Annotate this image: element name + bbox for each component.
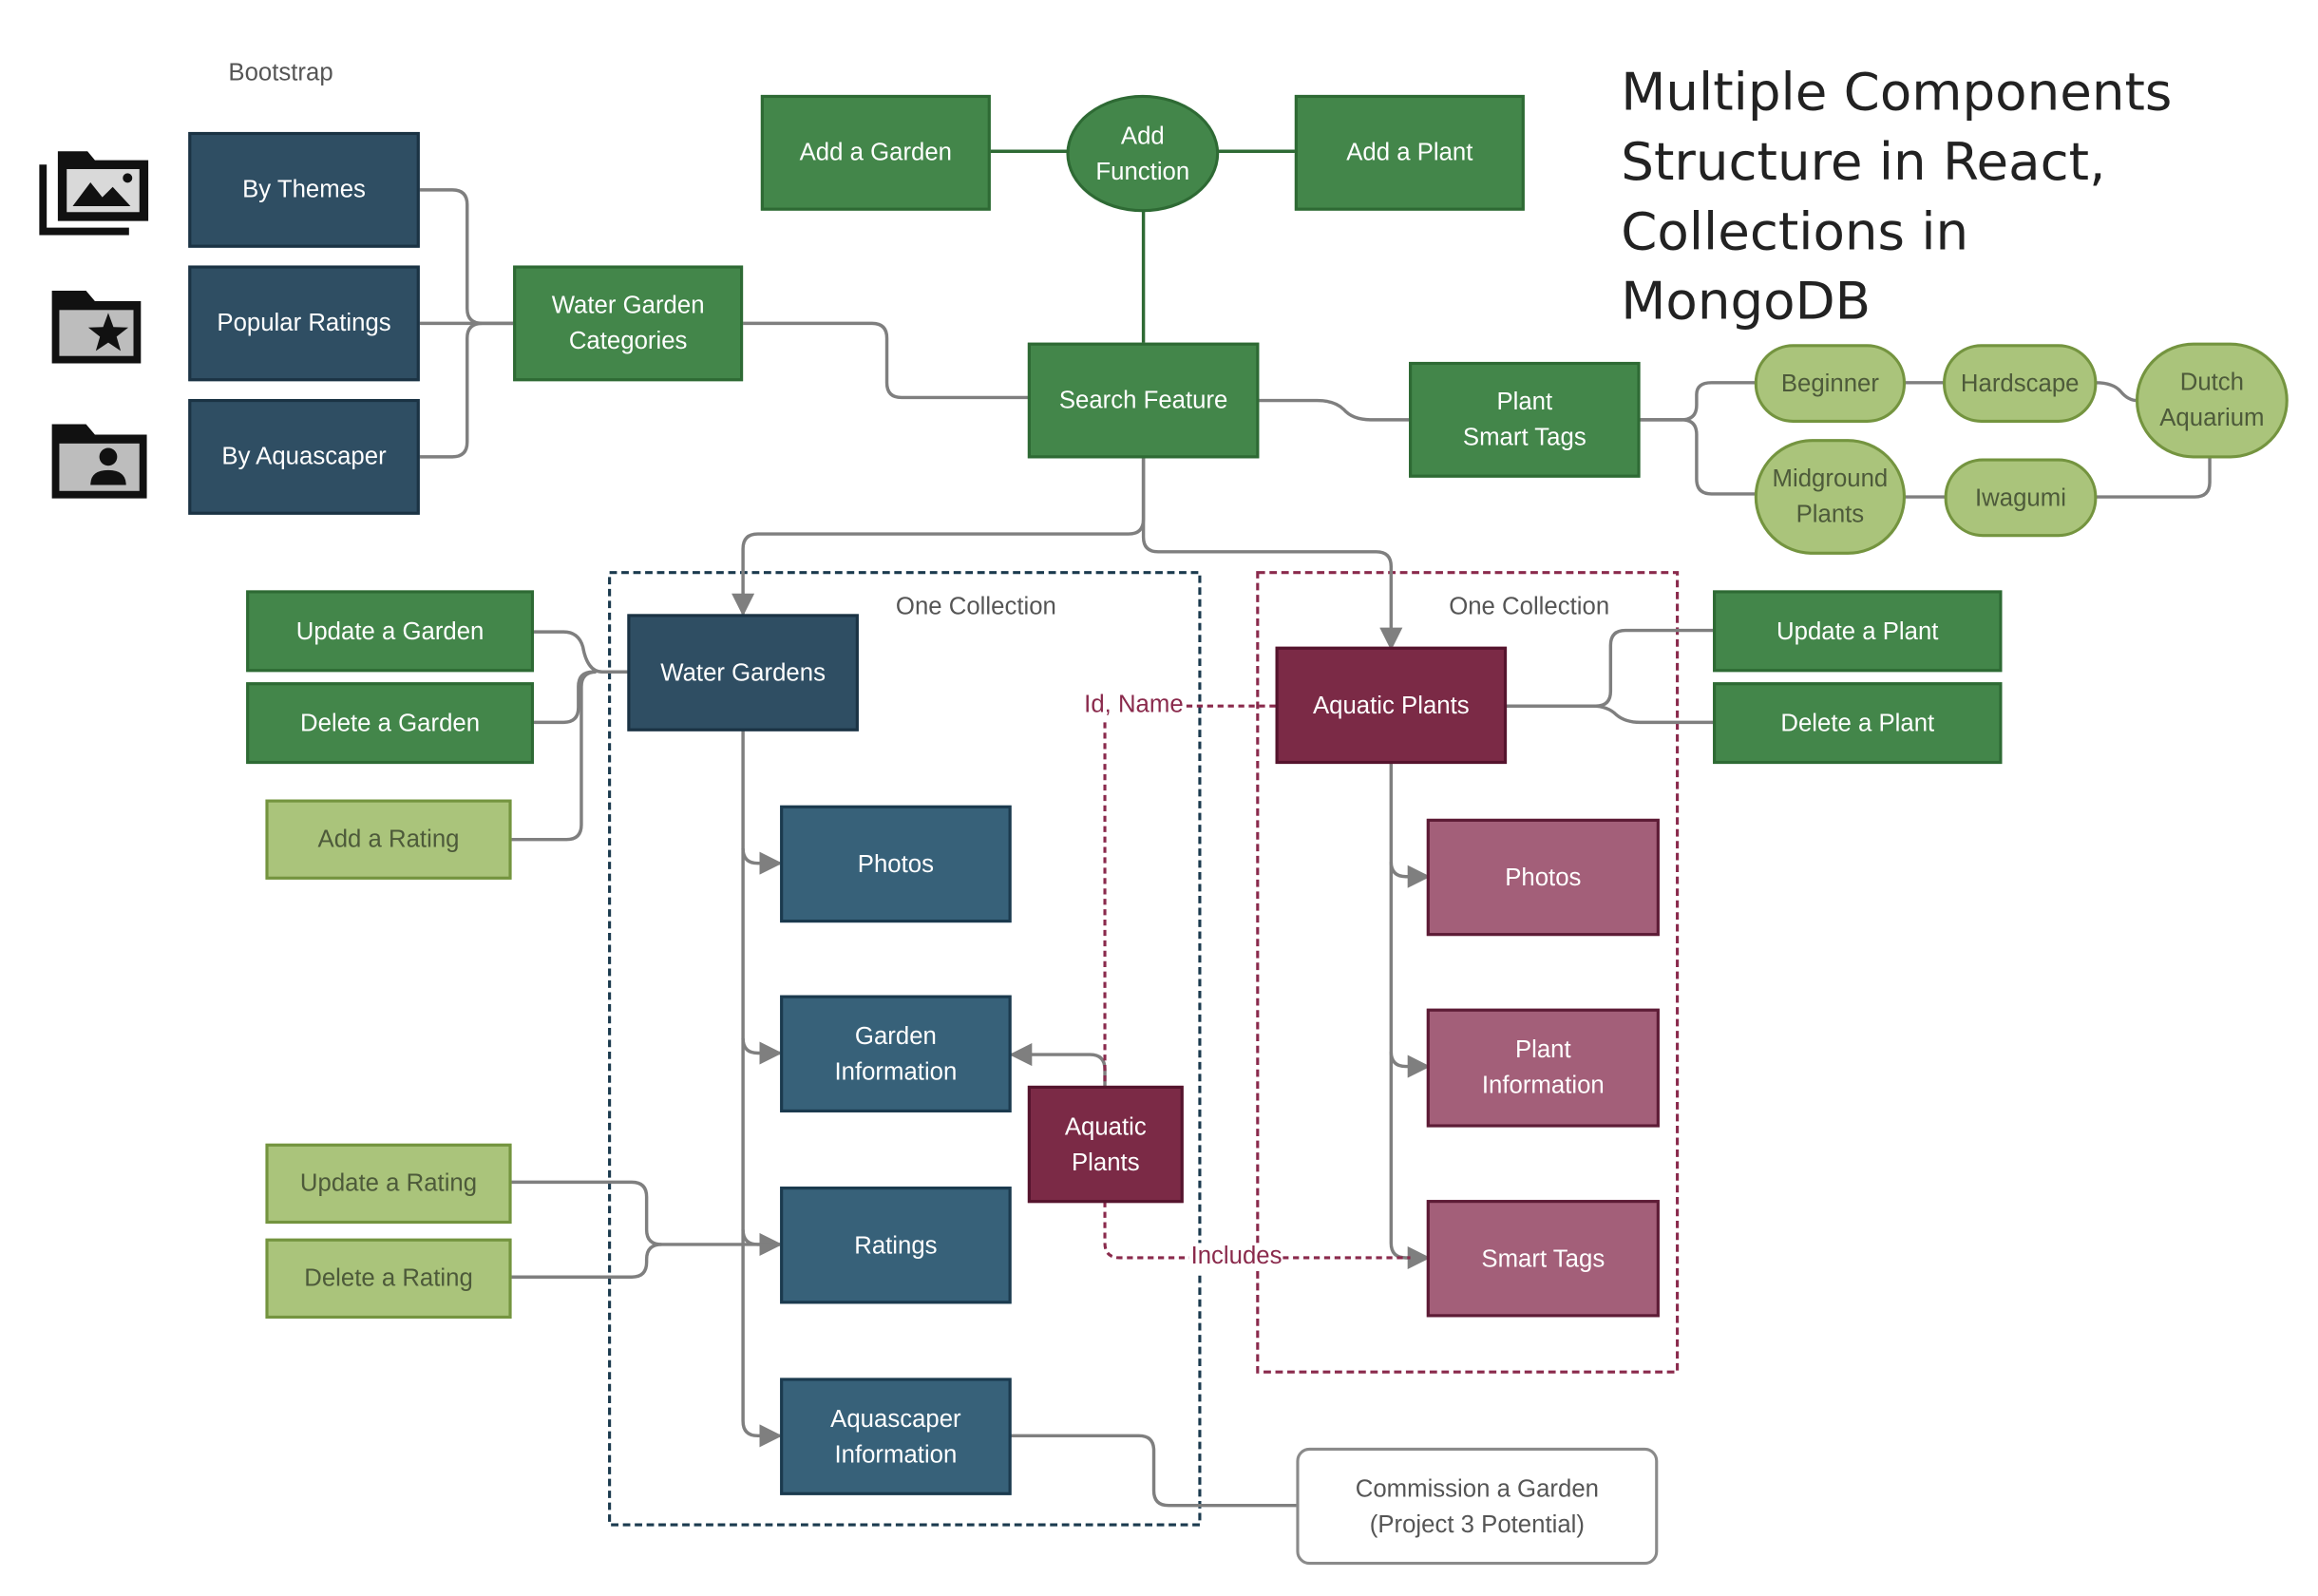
connector-by-themes	[419, 188, 514, 326]
tag-iwagumi[interactable]: Iwagumi	[1944, 458, 2098, 538]
node-garden-photos[interactable]: Photos	[780, 805, 1012, 923]
connector-aquascaper-commission	[1010, 1434, 1298, 1508]
connector-update-garden	[533, 630, 629, 674]
includes-arrowhead	[1410, 1248, 1429, 1267]
node-delete-a-plant[interactable]: Delete a Plant	[1713, 682, 2003, 765]
node-delete-a-rating[interactable]: Delete a Rating	[265, 1238, 512, 1319]
connector-to-ratings	[741, 1229, 783, 1256]
connector-to-plant-information	[1389, 1051, 1431, 1078]
node-delete-a-garden[interactable]: Delete a Garden	[246, 682, 534, 765]
connector-delete-plant	[1505, 704, 1715, 725]
node-by-aquascaper[interactable]: By Aquascaper	[188, 398, 420, 515]
connector-to-garden-information	[741, 1037, 783, 1065]
node-update-a-plant[interactable]: Update a Plant	[1713, 590, 2003, 673]
connector-search-water-gardens	[732, 456, 1146, 617]
connector-includes	[1103, 1201, 1429, 1260]
node-add-a-rating[interactable]: Add a Rating	[265, 799, 512, 880]
connector-add-rating	[510, 670, 597, 842]
connector-to-plant-photos	[1389, 862, 1431, 888]
tag-dutch-aquarium[interactable]: Dutch Aquarium	[2135, 342, 2289, 459]
connector-search-smart-tags	[1257, 398, 1411, 422]
connector-categories-search	[743, 321, 1030, 400]
connector-search-aquatic-plants	[1141, 456, 1403, 651]
star-folder-icon	[51, 291, 142, 364]
tag-beginner[interactable]: Beginner	[1754, 344, 1907, 423]
edge-label-id-name: Id, Name	[1082, 691, 1186, 720]
node-by-themes[interactable]: By Themes	[188, 131, 420, 248]
connector-water-gardens-trunk	[741, 730, 783, 1448]
connector-to-garden-photos	[741, 847, 783, 875]
connector-update-plant	[1505, 628, 1715, 708]
node-aquatic-plants[interactable]: Aquatic Plants	[1275, 646, 1508, 765]
node-update-a-garden[interactable]: Update a Garden	[246, 590, 534, 673]
connector-ref-to-garden-information	[1009, 1043, 1107, 1088]
connector-update-rating	[510, 1180, 781, 1246]
node-ratings[interactable]: Ratings	[780, 1187, 1012, 1304]
one-collection-label-water-gardens: One Collection	[895, 593, 1056, 620]
node-smart-tags[interactable]: Smart Tags	[1426, 1200, 1660, 1318]
connector-aquatic-plants-trunk	[1389, 762, 1431, 1270]
node-water-garden-categories[interactable]: Water Garden Categories	[513, 265, 744, 382]
node-add-a-plant[interactable]: Add a Plant	[1294, 94, 1525, 211]
node-aquatic-plants-reference[interactable]: Aquatic Plants	[1027, 1085, 1184, 1204]
node-garden-information[interactable]: Garden Information	[780, 995, 1012, 1112]
node-water-gardens[interactable]: Water Gardens	[627, 614, 859, 732]
connector-delete-rating	[510, 1243, 662, 1279]
node-plant-photos[interactable]: Photos	[1426, 818, 1660, 937]
connector-by-aquascaper	[419, 321, 483, 459]
connector-hardscape-dutch	[2095, 381, 2138, 403]
connector-tags-beginner	[1640, 381, 1757, 422]
node-commission-a-garden[interactable]: Commission a Garden (Project 3 Potential…	[1296, 1447, 1659, 1566]
connector-tags-midground	[1640, 418, 1757, 496]
edge-label-includes: Includes	[1189, 1243, 1284, 1272]
connector-id-name	[1103, 704, 1276, 1088]
node-plant-information[interactable]: Plant Information	[1426, 1008, 1660, 1128]
node-aquascaper-information[interactable]: Aquascaper Information	[780, 1378, 1012, 1495]
node-update-a-rating[interactable]: Update a Rating	[265, 1143, 512, 1225]
connector-iwagumi-dutch	[2095, 456, 2212, 499]
collection-container-aquatic-plants	[1256, 571, 1680, 1374]
tag-hardscape[interactable]: Hardscape	[1943, 344, 2098, 423]
bootstrap-label: Bootstrap	[228, 59, 333, 86]
user-folder-icon	[51, 424, 147, 499]
tag-midground-plants[interactable]: Midground Plants	[1754, 439, 1907, 555]
node-search-feature[interactable]: Search Feature	[1027, 342, 1260, 459]
node-add-a-garden[interactable]: Add a Garden	[760, 94, 991, 211]
node-plant-smart-tags[interactable]: Plant Smart Tags	[1409, 361, 1641, 478]
one-collection-label-aquatic-plants: One Collection	[1449, 593, 1610, 620]
node-popular-ratings[interactable]: Popular Ratings	[188, 265, 420, 382]
photo-library-icon	[39, 151, 149, 236]
diagram-title: Multiple Components Structure in React, …	[1621, 64, 2173, 332]
node-add-function[interactable]: Add Function	[1066, 94, 1220, 213]
